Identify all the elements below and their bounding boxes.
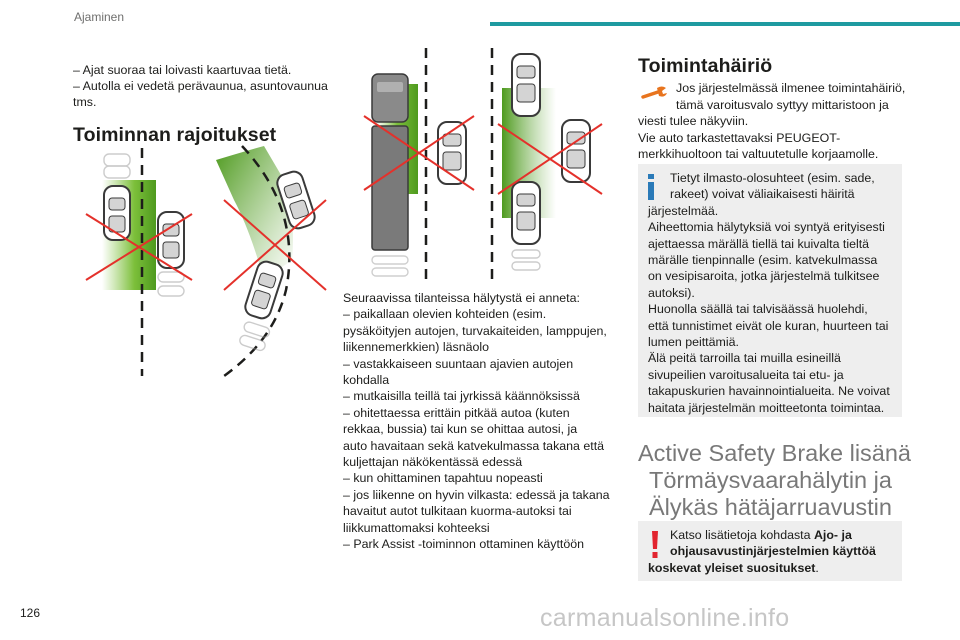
text-span: . [815, 560, 819, 575]
text-line: autoksi). [648, 285, 695, 300]
intro-line: – Autolla ei vedetä perävaunua, asuntova… [73, 79, 328, 93]
text-line: pysäköityjen autojen, turvakaiteiden, la… [343, 323, 607, 338]
text-line: rekkaa, bussia) tai kun se ohittaa autos… [343, 422, 578, 437]
info-icon [648, 174, 654, 200]
text-line: ajettaessa märällä tiellä tai kuivalta t… [648, 236, 870, 251]
text-line: kuljettajan näkökentässä edessä [343, 455, 523, 470]
car-icon [511, 181, 541, 245]
header-accent-rule [490, 22, 960, 26]
car-icon [239, 321, 271, 352]
text-line: – paikallaan olevien kohteiden (esim. [343, 307, 547, 322]
text-line: kohdalla [343, 373, 390, 388]
text-line: järjestelmää. [648, 203, 719, 218]
title-line: Törmäysvaarahälytin ja [649, 467, 892, 493]
red-cross-icon [363, 115, 475, 191]
detection-zone [216, 146, 293, 280]
car-icon [276, 170, 316, 230]
lane-marking [223, 145, 291, 378]
text-line: – mutkaisilla teillä tai jyrkissä käännö… [343, 389, 580, 404]
illustration-limitations-road [85, 145, 327, 378]
text-line: – jos liikenne on hyvin vilkasta: edessä… [343, 487, 610, 502]
car-icon [437, 121, 467, 185]
text-line: lumen peittämiä. [648, 335, 739, 350]
intro-line: tms. [73, 95, 97, 109]
text-line: takapuskurien havainnointialueita. Ne vo… [648, 384, 890, 399]
text-line: että tunnistimet eivät ole kuran, huurte… [648, 318, 889, 333]
section-heading-limitations: Toiminnan rajoitukset [73, 124, 277, 146]
text-line: Tietyt ilmasto-olosuhteet (esim. sade, [670, 171, 875, 185]
text-line: viesti tulee näkyviin. [638, 114, 749, 129]
red-cross-icon [85, 213, 193, 281]
text-line: auto havaitaan sekä katvekulmassa takana… [343, 438, 605, 453]
text-line: Vie auto tarkastettavaksi PEUGEOT- [638, 130, 841, 145]
text-line: haitata järjestelmän moitteetonta toimin… [648, 400, 885, 415]
watermark: carmanualsonline.info [540, 604, 790, 632]
warning-text: Katso lisätietoja kohdasta Ajo- ja ohjau… [648, 527, 900, 576]
text-line: Jos järjestelmässä ilmenee toimintahäiri… [676, 81, 906, 96]
text-span: Katso lisätietoja kohdasta [670, 528, 814, 542]
text-line: – vastakkaiseen suuntaan ajavien autojen [343, 356, 574, 371]
info-text: Tietyt ilmasto-olosuhteet (esim. sade, r… [648, 170, 900, 416]
column-3: Toimintahäiriö Jos järjestelmässä ilmene… [638, 55, 906, 162]
text-line: havaitut autot tulkitaan kuorma-autoksi … [343, 504, 572, 519]
title-line: Active Safety Brake lisänä [638, 440, 911, 466]
section-title-active-safety-brake: Active Safety Brake lisänä Törmäysvaarah… [638, 440, 938, 521]
column-2-text: Seuraavissa tilanteissa hälytystä ei ann… [343, 290, 627, 553]
text-line: Seuraavissa tilanteissa hälytystä ei ann… [343, 291, 580, 305]
car-icon [511, 249, 541, 271]
page-number: 126 [20, 606, 41, 620]
text-line: rakeet) voivat väliaikaisesti häiritä [670, 187, 855, 202]
section-heading-malfunction: Toimintahäiriö [638, 55, 773, 77]
illustration-truck-overtaking [363, 48, 603, 280]
text-line: – Park Assist -toiminnon ottaminen käytt… [343, 537, 585, 552]
car-icon [244, 260, 284, 320]
text-line: liikennemerkkien) läsnäolo [343, 340, 490, 355]
red-cross-icon [497, 123, 603, 195]
text-line: sivupeilien varoitusalueita tai etu- ja [648, 367, 844, 382]
intro-line: – Ajat suoraa tai loivasti kaartuvaa tie… [73, 63, 292, 77]
truck-icon [371, 73, 409, 251]
text-line: Aiheettomia hälytyksiä voi syntyä erityi… [648, 220, 885, 235]
warning-callout: Katso lisätietoja kohdasta Ajo- ja ohjau… [638, 521, 902, 581]
text-line: Huonolla säällä tai talvisäässä huolehdi… [648, 302, 868, 317]
text-line: on vesipisaroita, jotka järjestelmä tulk… [648, 269, 880, 284]
car-icon [103, 153, 131, 179]
text-line: – ohitettaessa erittäin pitkää autoa (ku… [343, 405, 570, 420]
text-line: Älä peitä tarroilla tai muilla esineillä [648, 351, 841, 366]
text-line: märälle tienpinnalle (esim. katvekulmass… [648, 253, 878, 268]
wrench-warning-icon [641, 86, 667, 100]
text-line: tämä varoitusvalo syttyy mittaristoon ja [676, 97, 889, 112]
bold-text: Ajo- ja [813, 528, 852, 542]
car-icon [103, 185, 131, 241]
car-icon [511, 53, 541, 117]
running-head: Ajaminen [74, 10, 125, 24]
text-line: merkkihuoltoon tai valtuutetulle korjaam… [638, 147, 879, 162]
exclamation-icon [652, 531, 658, 558]
bold-text: ohjausavustinjärjestelmien käyttöä [670, 544, 876, 559]
car-icon [371, 255, 409, 277]
car-icon [157, 271, 185, 297]
column-1: – Ajat suoraa tai loivasti kaartuvaa tie… [73, 62, 345, 146]
title-line: Älykäs hätäjarruavustin [649, 494, 892, 520]
text-line: – kun ohittaminen tapahtuu nopeasti [343, 471, 543, 486]
info-callout: Tietyt ilmasto-olosuhteet (esim. sade, r… [638, 164, 902, 417]
car-icon [561, 119, 591, 183]
malfunction-paragraph: Jos järjestelmässä ilmenee toimintahäiri… [638, 80, 906, 162]
bold-text: koskevat yleiset suositukset [648, 560, 816, 575]
text-line: liikkumattomaksi kohteeksi [343, 520, 490, 535]
red-cross-icon [223, 199, 327, 291]
